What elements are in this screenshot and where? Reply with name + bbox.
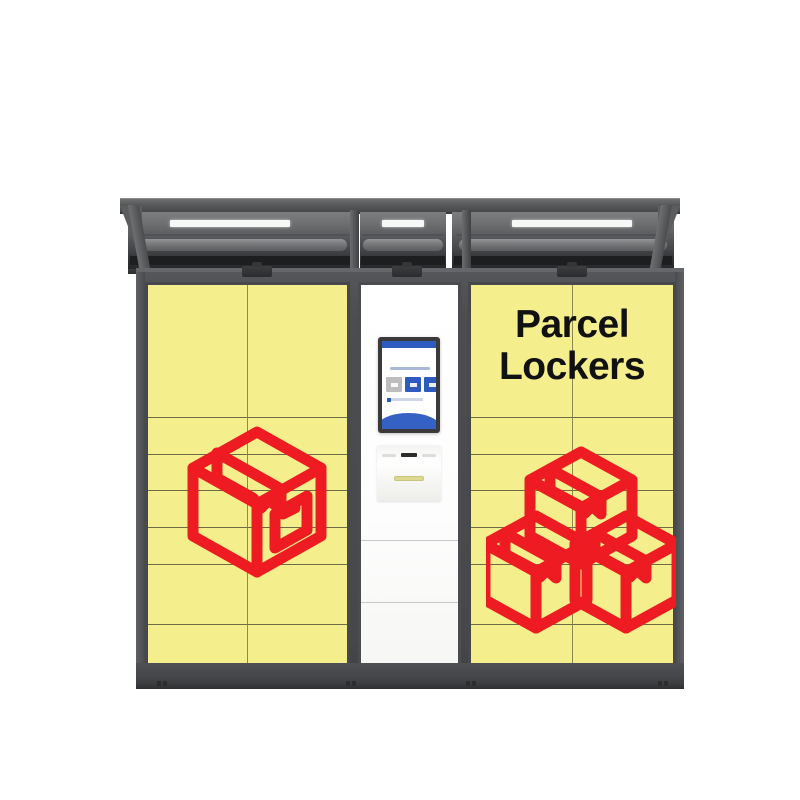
- canopy-roller-tube: [134, 239, 348, 251]
- base-foot: [346, 681, 350, 686]
- right-canopy-latch[interactable]: [557, 262, 587, 277]
- cabinet-left-sidewall: [136, 272, 145, 688]
- canopy-rail: [456, 234, 670, 236]
- screen-text-line: [387, 398, 423, 401]
- locker-door-row: [471, 285, 673, 419]
- canopy-roller-tube: [458, 239, 668, 251]
- base-foot: [352, 681, 356, 686]
- canopy-top-plate: [120, 198, 680, 214]
- cabinet-base-lip: [136, 684, 684, 689]
- kiosk-interface-panel[interactable]: [377, 445, 441, 501]
- canopy-shadow-band: [454, 256, 672, 265]
- kiosk-panel-seam-upper: [361, 540, 458, 541]
- left-canopy-bay: [128, 212, 354, 274]
- locker-door[interactable]: [248, 285, 347, 419]
- kiosk-touchscreen[interactable]: [382, 341, 436, 429]
- locker-door[interactable]: [572, 285, 673, 419]
- center-control-kiosk[interactable]: [361, 285, 458, 671]
- kiosk-vent-right: [422, 454, 436, 457]
- canopy-rail: [361, 234, 445, 236]
- base-foot: [157, 681, 161, 686]
- cabinet-right-sidewall: [675, 272, 684, 688]
- locker-door[interactable]: [148, 285, 248, 419]
- base-foot: [658, 681, 662, 686]
- canopy-rail: [132, 234, 350, 236]
- kiosk-vent-left: [382, 454, 396, 457]
- locker-door[interactable]: [248, 564, 347, 625]
- base-foot: [163, 681, 167, 686]
- locker-door-row: [148, 285, 347, 419]
- screen-title-placeholder: [390, 367, 430, 370]
- left-canopy-latch[interactable]: [242, 262, 272, 277]
- stacked-parcel-boxes-icon: [486, 444, 676, 636]
- screen-wave-graphic-front: [382, 413, 436, 429]
- canopy-roller-tube: [362, 239, 444, 251]
- kiosk-panel-seam-lower: [361, 602, 458, 603]
- locker-door[interactable]: [572, 418, 673, 455]
- base-foot: [664, 681, 668, 686]
- barcode-scanner-window[interactable]: [394, 476, 424, 481]
- single-parcel-box-icon: [183, 422, 331, 582]
- center-canopy-latch[interactable]: [392, 262, 422, 277]
- screen-bullet-icon: [387, 397, 391, 402]
- canopy-shadow-band: [360, 256, 446, 265]
- right-locker-cabinet: Parcel Lockers: [468, 282, 676, 674]
- screen-button-2[interactable]: [405, 377, 421, 392]
- canopy-led-strip: [170, 220, 290, 227]
- screen-button-3[interactable]: [424, 377, 436, 392]
- screen-button-1[interactable]: [386, 377, 402, 392]
- left-locker-cabinet: [145, 282, 350, 674]
- brand-line-1: Parcel: [514, 303, 630, 346]
- canopy-led-strip: [382, 220, 424, 227]
- base-foot: [472, 681, 476, 686]
- canopy-center-post-left: [350, 210, 359, 278]
- canopy-led-strip: [512, 220, 632, 227]
- card-slot[interactable]: [401, 453, 417, 457]
- locker-door[interactable]: [148, 564, 248, 625]
- brand-signage: Parcel Lockers: [486, 304, 658, 387]
- locker-door-row: [471, 418, 673, 455]
- locker-door[interactable]: [471, 418, 573, 455]
- locker-door-row: [148, 564, 347, 625]
- canopy-shadow-band: [130, 256, 352, 265]
- base-foot: [466, 681, 470, 686]
- brand-line-2: Lockers: [498, 344, 646, 388]
- screen-header-bar: [382, 341, 436, 348]
- cabinet-base-plinth: [136, 663, 684, 688]
- right-canopy-bay: [452, 212, 674, 274]
- locker-door[interactable]: [471, 285, 573, 419]
- kiosk-screen-bezel: [378, 337, 440, 433]
- canopy-center-post-right: [462, 210, 471, 278]
- screen-action-buttons[interactable]: [386, 377, 436, 392]
